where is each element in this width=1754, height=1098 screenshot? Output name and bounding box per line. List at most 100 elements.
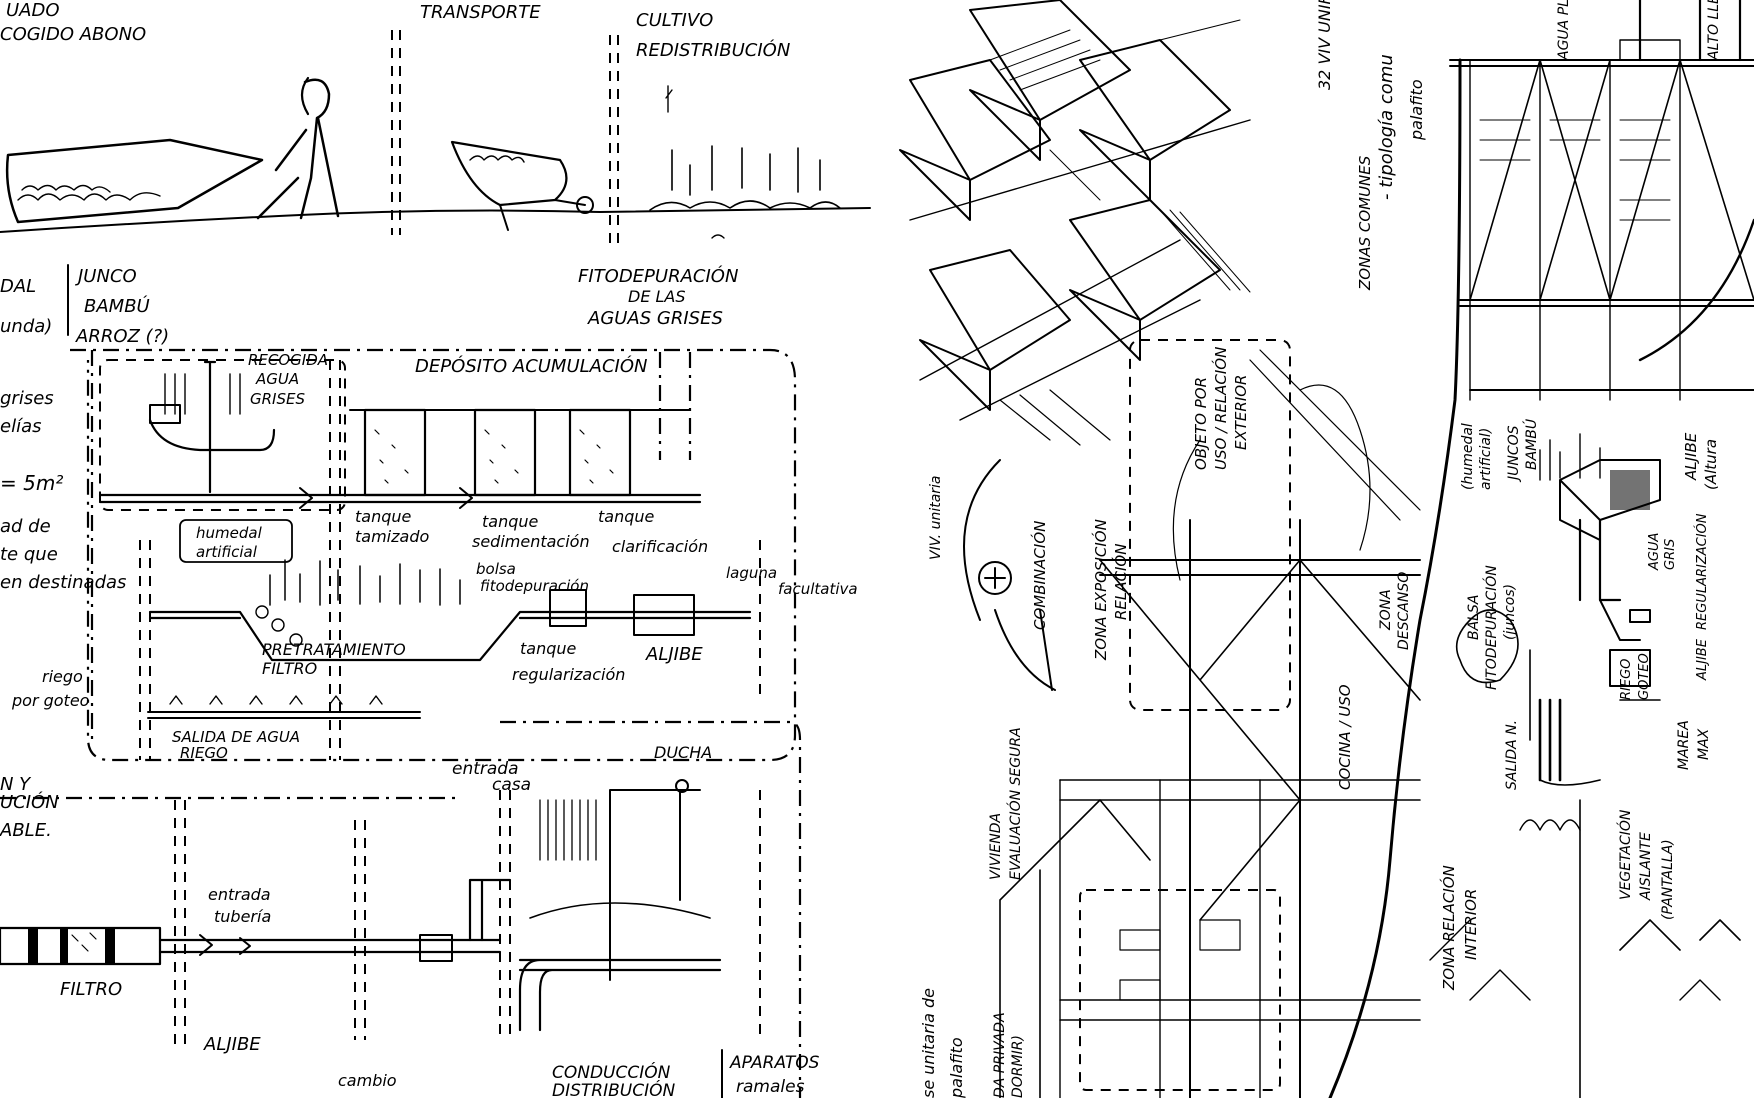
label-sedimentacion: sedimentación — [472, 532, 590, 551]
label-tanque-reg: tanque — [520, 639, 577, 658]
note-te-que: te que — [0, 544, 58, 565]
drip-marks — [169, 695, 383, 705]
label-alto-lle: ALTO LLE — [1706, 0, 1722, 61]
label-dal: DAL — [0, 276, 36, 297]
label-balsa-fito: FITODEPURACIÓN — [1482, 565, 1500, 690]
label-objeto-1: OBJETO POR — [1192, 377, 1210, 470]
label-tipologia: - tipología comu — [1376, 54, 1397, 200]
label-casa: casa — [492, 775, 531, 795]
label-humedal: humedal — [196, 524, 263, 542]
label-humedal-r: (humedal — [1460, 423, 1476, 490]
label-regularizacion-r: REGULARIZACIÓN — [1694, 513, 1710, 630]
label-ucion: UCIÓN — [0, 791, 59, 813]
label-unitaria-palafito-2: palafito — [947, 1037, 966, 1098]
combination-marker — [963, 459, 1056, 691]
label-agua-gris: AGUA — [1647, 533, 1662, 571]
label-aljibe-b: ALJIBE — [203, 1034, 261, 1055]
tank-tamizado — [363, 408, 427, 497]
left-sheet: UADO COGIDO ABONO TRANSPORTE CULTIVO RED… — [0, 0, 871, 1098]
label-transporte: TRANSPORTE — [420, 2, 541, 23]
bottom-boundary — [0, 720, 802, 1098]
flow-arrows — [299, 487, 473, 509]
label-balsa: BALSA — [1466, 595, 1482, 640]
plant-row — [649, 85, 841, 239]
label-riego: riego — [42, 667, 83, 686]
fito-basin — [148, 559, 752, 662]
label-entrada: entrada — [208, 885, 271, 904]
label-balsa-juncos: (juncos) — [1502, 584, 1518, 640]
label-viv-unitaria: VIV. unitaria — [928, 475, 944, 560]
label-tanque-2: tanque — [482, 512, 539, 531]
note-ad-de: ad de — [0, 516, 51, 537]
label-32-viv: 32 VIV UNIFAMI — [1315, 0, 1334, 90]
compost-bin — [5, 138, 264, 224]
label-cultivo: CULTIVO — [636, 10, 713, 31]
label-interior: INTERIOR — [1462, 889, 1480, 960]
right-sheet: 32 VIV UNIFAMI - tipología comu palafito… — [899, 0, 1754, 1098]
tank-clarificacion — [568, 408, 632, 497]
label-unitaria-palafito-1: se unitaria de — [919, 988, 938, 1098]
label-privada-2: DORMIR) — [1010, 1035, 1026, 1098]
label-zona-exp-1: ZONA EXPOSICIÓN — [1091, 519, 1110, 661]
label-objeto-2: USO / RELACIÓN — [1211, 347, 1230, 470]
label-combinacion: COMBINACIÓN — [1030, 521, 1049, 630]
label-altura: (Altura — [1702, 439, 1720, 490]
label-aislante: AISLANTE — [1638, 832, 1654, 901]
label-riego-2: RIEGO — [180, 744, 228, 762]
label-tuberia: tubería — [214, 907, 271, 926]
label-agua: AGUA — [255, 370, 299, 388]
ground-line — [0, 207, 871, 233]
label-filtro: FILTRO — [262, 659, 317, 678]
filter-pipe — [0, 878, 512, 966]
balsa-area — [1429, 433, 1741, 1098]
label-fito-3: AGUAS GRISES — [587, 308, 723, 329]
label-fito-2: DE LAS — [628, 287, 686, 306]
aljibe-tank — [633, 594, 695, 636]
label-cambio: cambio — [338, 1071, 397, 1090]
label-bambu-r: BAMBÚ — [1522, 419, 1540, 470]
label-able: ABLE. — [0, 820, 52, 841]
note-area: = 5m² — [0, 471, 63, 495]
label-conduccion: CONDUCCIÓN — [552, 1061, 671, 1083]
label-privada-1: DA PRIVADA — [992, 1012, 1008, 1098]
label-tamizado: tamizado — [355, 527, 429, 546]
label-palafito: palafito — [1407, 79, 1426, 141]
label-aljibe: ALJIBE — [645, 644, 703, 665]
tank-sedimentacion — [473, 408, 537, 497]
wheelbarrow — [450, 140, 594, 231]
label-fito-1: FITODEPURACIÓN — [578, 265, 738, 287]
label-zona-relacion: ZONA RELACIÓN — [1439, 865, 1458, 991]
regularization-tank — [549, 589, 587, 627]
label-tanque-1: tanque — [355, 507, 412, 526]
label-filtro-b: FILTRO — [60, 979, 122, 1000]
label-pretratamiento: PRETRATAMIENTO — [262, 640, 406, 659]
label-entrada-casa: entrada — [452, 759, 519, 779]
label-aljibe-alt: ALJIBE — [1682, 432, 1700, 481]
label-arroz: ARROZ (?) — [75, 326, 169, 347]
label-juncos: JUNCOS — [1506, 425, 1522, 483]
label-pantalla: (PANTALLA) — [1660, 839, 1676, 920]
label-laguna: laguna — [726, 564, 777, 582]
label-fitodepuracion: fitodepuración — [480, 577, 589, 595]
label-deposito: DEPÓSITO ACUMULACIÓN — [415, 355, 648, 377]
label-ducha: DUCHA — [654, 743, 712, 762]
humedal-box — [179, 519, 293, 563]
note-destinadas: en destinadas — [0, 572, 126, 593]
note-grises: grises — [0, 388, 54, 409]
housing-blocks — [899, 0, 1251, 446]
label-bambu: BAMBÚ — [84, 295, 150, 317]
system-boundary — [70, 348, 797, 762]
note-elias: elías — [0, 416, 41, 437]
sink-fixture — [148, 360, 276, 494]
label-objeto-3: EXTERIOR — [1232, 375, 1250, 450]
label-salida-n: SALIDA N. — [1504, 720, 1520, 790]
label-junco: JUNCO — [75, 266, 137, 287]
label-aparatos: APARATOS — [729, 1053, 820, 1073]
label-redistribucion: REDISTRIBUCIÓN — [636, 39, 790, 61]
label-tanque-3: tanque — [598, 507, 655, 526]
label-gris: GRIS — [1663, 539, 1678, 570]
label-marea: MAREA — [1676, 720, 1692, 770]
label-artificial: artificial — [196, 543, 258, 561]
label-por-goteo: por goteo — [11, 691, 90, 710]
